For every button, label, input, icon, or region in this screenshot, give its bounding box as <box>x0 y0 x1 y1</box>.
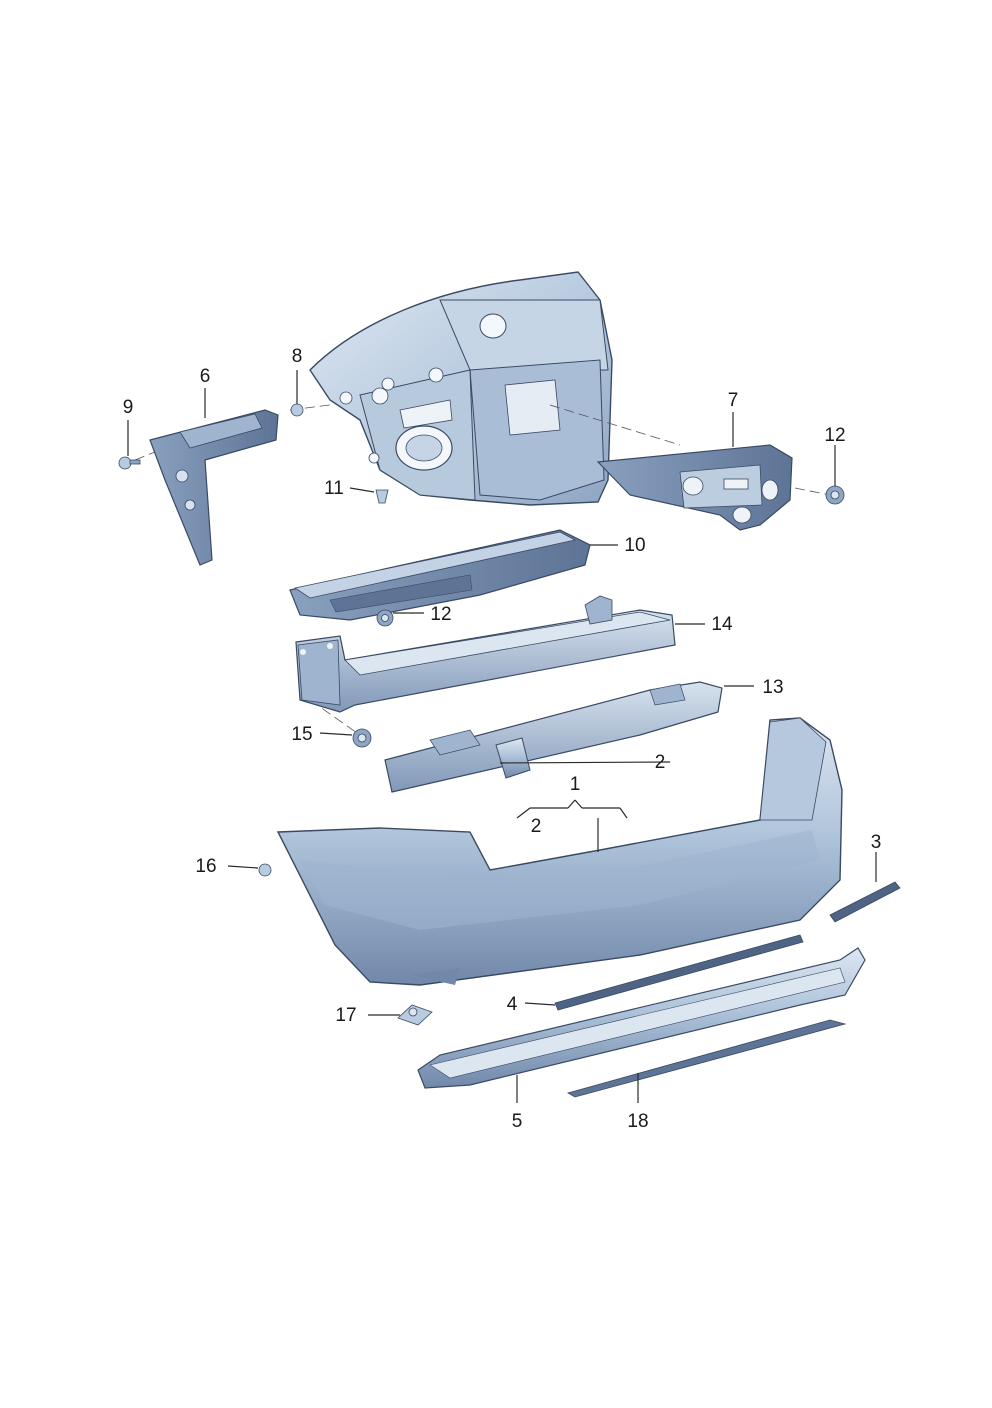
carrier-upper <box>289 529 591 621</box>
label-8: 8 <box>292 346 303 367</box>
clip-17 <box>397 1004 433 1026</box>
clip-11 <box>375 489 389 504</box>
label-6: 6 <box>200 366 211 387</box>
label-9: 9 <box>123 397 134 418</box>
rear-body-panel <box>309 271 613 506</box>
label-4: 4 <box>507 994 518 1015</box>
fasteners <box>118 403 845 1026</box>
label-11: 11 <box>324 478 344 499</box>
screw-9 <box>118 456 141 470</box>
nut-12-lower <box>376 609 394 627</box>
label-2-cover: 2 <box>655 752 666 773</box>
leader-lines <box>127 370 877 1103</box>
label-12-lower: 12 <box>430 604 451 625</box>
diffuser <box>417 947 866 1089</box>
label-16: 16 <box>195 856 216 877</box>
energy-absorber <box>384 681 723 793</box>
label-15: 15 <box>291 724 312 745</box>
bumper-cover <box>276 717 843 986</box>
impact-bar <box>295 595 676 713</box>
label-14: 14 <box>711 614 733 635</box>
bracket-right <box>596 444 793 531</box>
callout-labels: 1 2 2 3 4 5 6 7 8 9 10 11 12 12 13 14 15… <box>123 346 882 1132</box>
clip-8 <box>290 403 304 417</box>
label-17: 17 <box>335 1005 356 1026</box>
label-5: 5 <box>512 1111 523 1132</box>
tow-eye-cover <box>495 737 531 779</box>
bolt-15 <box>352 728 372 748</box>
lower-trim-strip <box>566 1019 847 1098</box>
label-2-assembly: 2 <box>531 816 542 837</box>
label-7: 7 <box>728 390 739 411</box>
label-1: 1 <box>570 774 581 795</box>
trim-strip-side <box>829 881 901 923</box>
label-10: 10 <box>624 535 645 556</box>
label-13: 13 <box>762 677 783 698</box>
nut-12-right <box>825 485 845 505</box>
trim-strip-lower <box>554 934 804 1011</box>
label-12-right: 12 <box>824 425 845 446</box>
label-3: 3 <box>871 832 882 853</box>
label-18: 18 <box>627 1111 648 1132</box>
bracket-left <box>149 409 279 566</box>
screw-16 <box>258 863 272 877</box>
